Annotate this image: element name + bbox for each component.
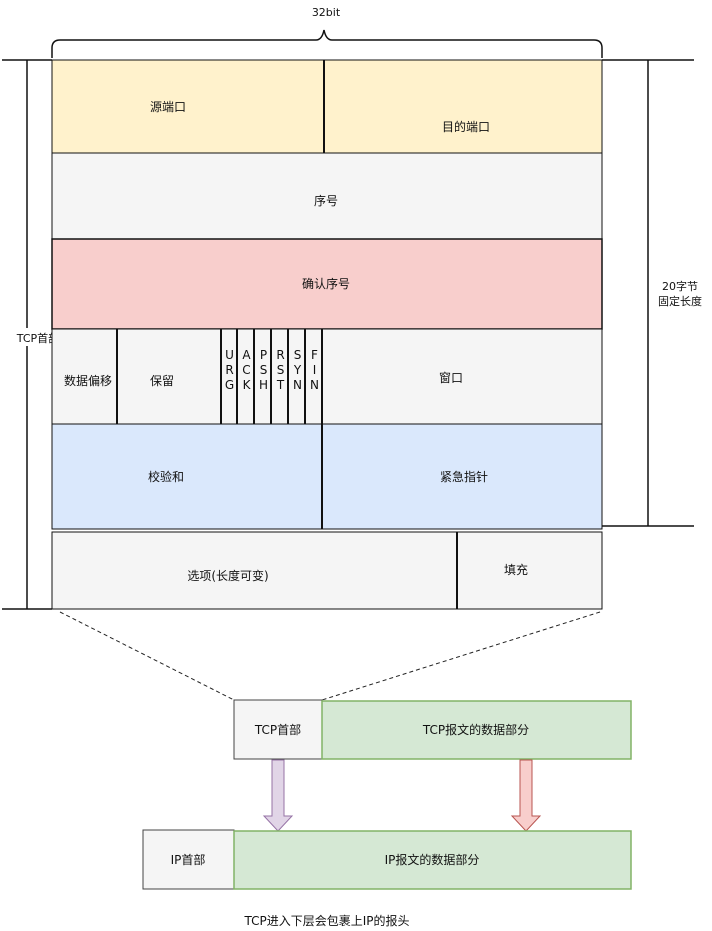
control-row [51, 328, 603, 425]
zoom-line-left [59, 611, 235, 701]
ack-seq-label: 确认序号 [302, 276, 350, 291]
tcp-header-total-label: TCP首部 [16, 331, 59, 345]
ports-row [51, 59, 603, 154]
right-bracket-label-bg [650, 275, 710, 311]
urgent-pointer-label: 紧急指针 [440, 469, 488, 484]
padding-label: 填充 [504, 562, 528, 577]
window-label: 窗口 [439, 371, 463, 385]
fixed-length-label-1: 20字节 [662, 279, 698, 293]
options-label: 选项(长度可变) [187, 568, 268, 583]
tcp-segment-data-label: TCP报文的数据部分 [422, 722, 529, 737]
width-brace [51, 29, 603, 58]
red-arrow [510, 759, 542, 832]
tcp-segment-data [321, 700, 632, 760]
purple-arrow [262, 759, 294, 832]
ip-packet-header-label: IP首部 [171, 852, 206, 867]
options-row [51, 531, 603, 610]
ip-packet-data [233, 830, 632, 890]
data-offset-label: 数据偏移 [64, 373, 112, 388]
dest-port-label: 目的端口 [442, 119, 490, 134]
checksum-label: 校验和 [148, 469, 184, 484]
tcp-segment-header-label: TCP首部 [254, 722, 301, 737]
width-label: 32bit [312, 6, 341, 19]
source-port-label: 源端口 [150, 100, 186, 114]
checksum-row [51, 423, 603, 530]
ip-packet-header [142, 829, 235, 890]
seq-label: 序号 [314, 193, 338, 208]
fixed-length-label-2: 固定长度 [658, 294, 702, 308]
encapsulation-caption: TCP进入下层会包裹上IP的报头 [243, 913, 409, 928]
zoom-line-right [321, 611, 601, 701]
reserved-label: 保留 [150, 374, 174, 388]
ip-packet-data-label: IP报文的数据部分 [385, 852, 480, 867]
